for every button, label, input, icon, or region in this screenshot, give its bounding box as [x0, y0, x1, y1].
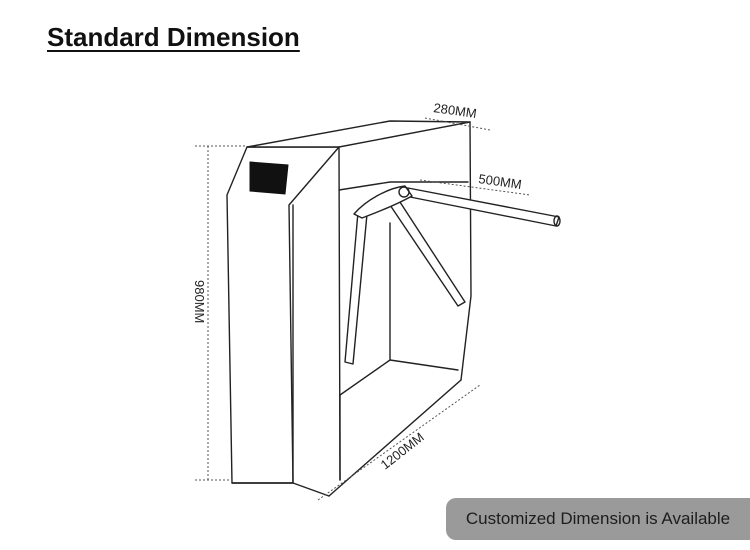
- dim-height-label: 980MM: [192, 280, 207, 323]
- display-screen: [249, 161, 289, 195]
- badge-text: Customized Dimension is Available: [465, 509, 731, 528]
- dim-arm-label: 500MM: [478, 171, 523, 192]
- dim-depth-label: 280MM: [433, 100, 478, 121]
- customization-badge: Customized Dimension is Available: [446, 498, 750, 540]
- page-title: Standard Dimension: [47, 22, 300, 52]
- dim-length-label: 1200MM: [378, 429, 427, 472]
